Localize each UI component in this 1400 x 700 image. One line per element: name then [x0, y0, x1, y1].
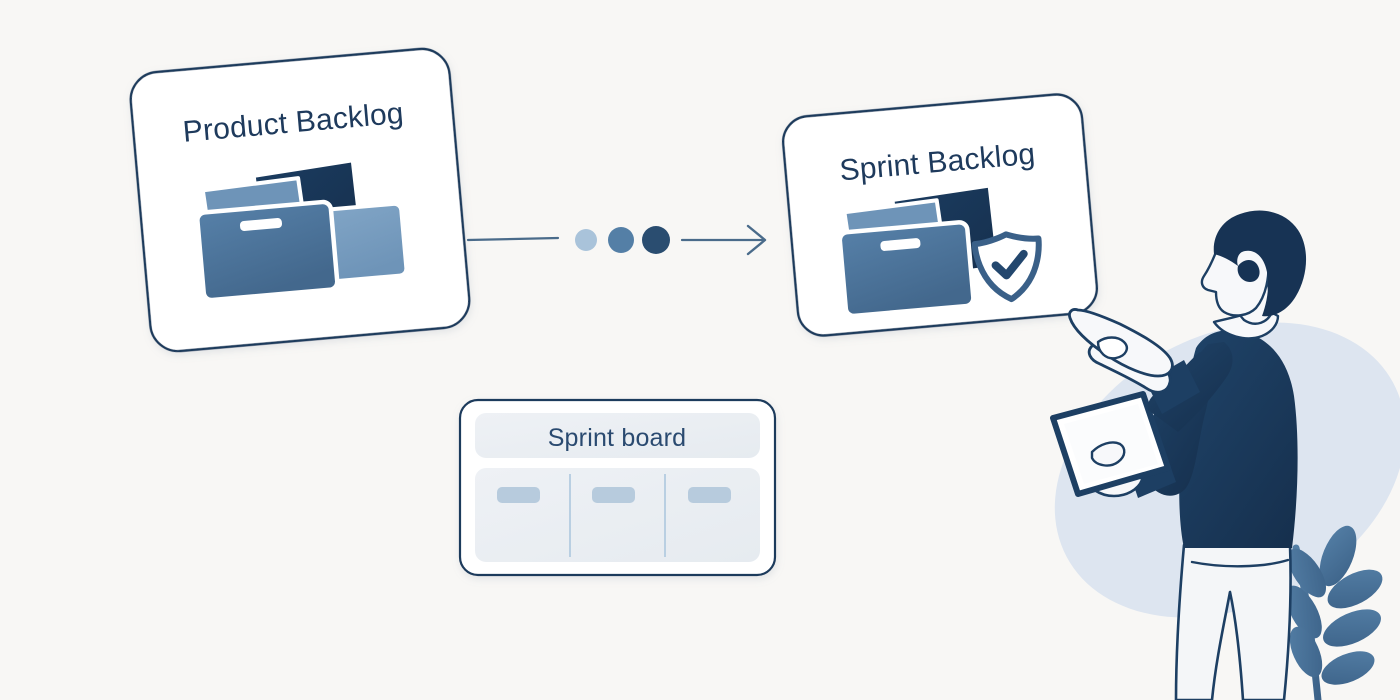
sprint-board-card-chip[interactable]: [497, 487, 540, 503]
flow-dot-1: [575, 229, 597, 251]
person-with-tablet: [1050, 210, 1307, 700]
sprint-board-columns-panel: [475, 468, 760, 562]
plant-leaf: [1327, 569, 1383, 609]
person-trousers: [1174, 543, 1292, 700]
flow-dot-2: [608, 227, 634, 253]
briefcase-handle-slot: [880, 238, 921, 251]
sprint-board-title: Sprint board: [548, 424, 687, 452]
briefcase-body: [195, 199, 340, 303]
check-icon: [991, 249, 1028, 280]
plant-leaf: [1321, 651, 1375, 685]
person-cuff-upper: [1146, 360, 1200, 414]
person-belt-line: [1190, 558, 1290, 568]
shield-check-icon: [971, 231, 1042, 303]
person-hair: [1213, 210, 1307, 317]
briefcase-handle-slot: [239, 218, 283, 231]
plant-leaf: [1319, 525, 1357, 587]
briefcase-body: [837, 220, 976, 319]
briefcase-folders-icon: [195, 158, 409, 303]
plant-leaf: [1286, 585, 1322, 639]
pointing-hand-icon: [1068, 308, 1174, 378]
chevron-right-icon: [746, 224, 767, 256]
person-thumb: [1090, 441, 1126, 467]
tablet-device[interactable]: [1050, 391, 1171, 497]
flow-dot-3: [642, 226, 670, 254]
person-hair-strand: [1237, 260, 1260, 282]
flow-arrow-line-left: [466, 236, 560, 242]
sprint-board[interactable]: Sprint board: [458, 398, 777, 577]
flow-arrow: [466, 224, 767, 256]
folded-fingers: [1096, 336, 1128, 360]
plant-sprig: [1286, 525, 1383, 700]
plant-leaf: [1287, 548, 1327, 598]
sprint-board-card-chip[interactable]: [688, 487, 731, 503]
sprint-board-card-chip[interactable]: [592, 487, 635, 503]
plant-leaf: [1323, 609, 1381, 647]
card-product-backlog[interactable]: Product Backlog: [128, 47, 471, 354]
briefcase-folders-shield-icon: [837, 183, 1042, 319]
plant-leaf: [1289, 626, 1323, 678]
sprint-board-header: [475, 413, 760, 458]
card-sprint-backlog[interactable]: Sprint Backlog: [781, 92, 1099, 337]
